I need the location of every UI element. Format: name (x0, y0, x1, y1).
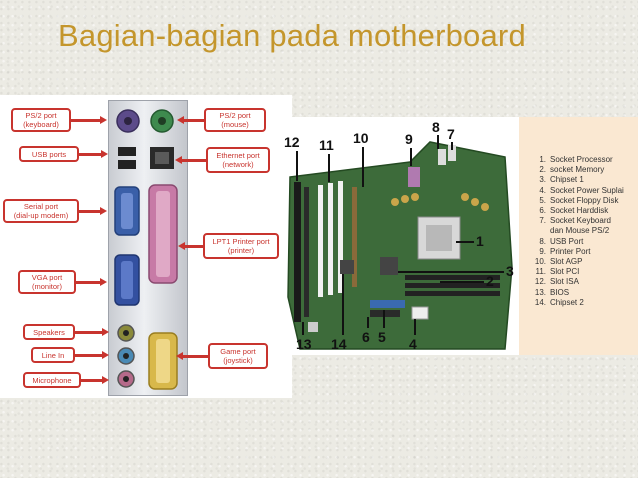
label-speakers: Speakers (23, 324, 75, 340)
arrow-line-in (75, 351, 109, 359)
label-game-port: Game port(joystick) (208, 343, 268, 369)
legend-item: 14.Chipset 2 (534, 297, 584, 307)
callout-7: 7 (447, 126, 455, 142)
legend-item: 13.BIOS (534, 287, 570, 297)
arrow-vga-port (76, 278, 107, 286)
arrow-ethernet-port (175, 156, 206, 164)
pointer-9 (410, 148, 412, 166)
legend-item: 9.Printer Port (539, 246, 591, 256)
motherboard-illustration (287, 141, 513, 350)
pointer-14 (342, 274, 344, 335)
legend-item: 6.Socket Harddisk (539, 206, 609, 216)
pointer-13 (302, 322, 304, 335)
legend-item: 11.Slot PCI (535, 267, 580, 277)
callout-6: 6 (362, 329, 370, 345)
callout-8: 8 (432, 119, 440, 135)
arrow-speakers (75, 328, 109, 336)
callout-10: 10 (353, 130, 369, 146)
label-ps2-mouse: PS/2 port(mouse) (204, 108, 266, 132)
io-ports-illustration (114, 109, 178, 390)
pointer-1 (456, 241, 474, 243)
callout-2: 2 (486, 273, 494, 289)
callout-13: 13 (296, 336, 312, 352)
callout-14: 14 (331, 336, 347, 352)
callout-3: 3 (506, 263, 514, 279)
label-microphone: Microphone (23, 372, 81, 388)
label-vga-port: VGA port(monitor) (18, 270, 76, 294)
pointer-5 (383, 310, 385, 328)
io-panel-image: PS/2 port(keyboard) USB ports Serial por… (0, 95, 292, 398)
legend-item: 7.Socket Keyboard (539, 216, 611, 226)
pointer-4 (414, 319, 416, 335)
label-line-in: Line In (31, 347, 75, 363)
arrow-game-port (176, 352, 208, 360)
legend-item: 12.Slot ISA (534, 277, 579, 287)
legend-item: 3.Chipset 1 (539, 175, 584, 185)
callout-9: 9 (405, 131, 413, 147)
pointer-8 (437, 135, 439, 149)
label-serial-port: Serial port(dial-up modem) (3, 199, 79, 223)
arrow-serial-port (79, 207, 107, 215)
legend-item: 1.Socket Processor (539, 155, 613, 164)
pointer-11 (328, 154, 330, 182)
legend-item: dan Mouse PS/2 (550, 226, 610, 236)
arrow-microphone (81, 376, 109, 384)
pointer-2 (440, 281, 484, 283)
pointer-12 (296, 151, 298, 181)
pointer-10 (362, 147, 364, 187)
callout-12: 12 (284, 134, 300, 150)
callout-11: 11 (319, 137, 334, 153)
callout-4: 4 (409, 336, 417, 352)
motherboard-image: 1 2 3 4 5 6 7 8 9 10 11 12 13 14 (280, 117, 524, 355)
label-ethernet-port: Ethernet port(network) (206, 147, 270, 173)
pointer-6 (367, 317, 369, 328)
legend-item: 2.socket Memory (539, 165, 605, 175)
pointer-3 (398, 271, 504, 273)
label-usb-ports: USB ports (19, 146, 79, 162)
arrow-ps2-keyboard (71, 116, 107, 124)
slide-title: Bagian-bagian pada motherboard (58, 18, 526, 53)
pointer-7 (451, 142, 453, 150)
callout-1: 1 (476, 233, 484, 249)
legend-item: 4.Socket Power Suplai (539, 185, 624, 195)
arrow-usb-ports (79, 150, 108, 158)
arrow-lpt1-printer-port (178, 242, 203, 250)
arrow-ps2-mouse (177, 116, 204, 124)
legend-item: 8.USB Port (539, 236, 584, 246)
callout-5: 5 (378, 329, 386, 345)
legend-item: 5.Socket Floppy Disk (539, 195, 619, 205)
legend-list: 1.Socket Processor 2.socket Memory 3.Chi… (534, 155, 624, 308)
legend-panel: 1.Socket Processor 2.socket Memory 3.Chi… (519, 117, 638, 355)
legend-item: 10.Slot AGP (534, 257, 583, 267)
label-ps2-keyboard: PS/2 port(keyboard) (11, 108, 71, 132)
label-lpt1-printer-port: LPT1 Printer port(printer) (203, 233, 279, 259)
